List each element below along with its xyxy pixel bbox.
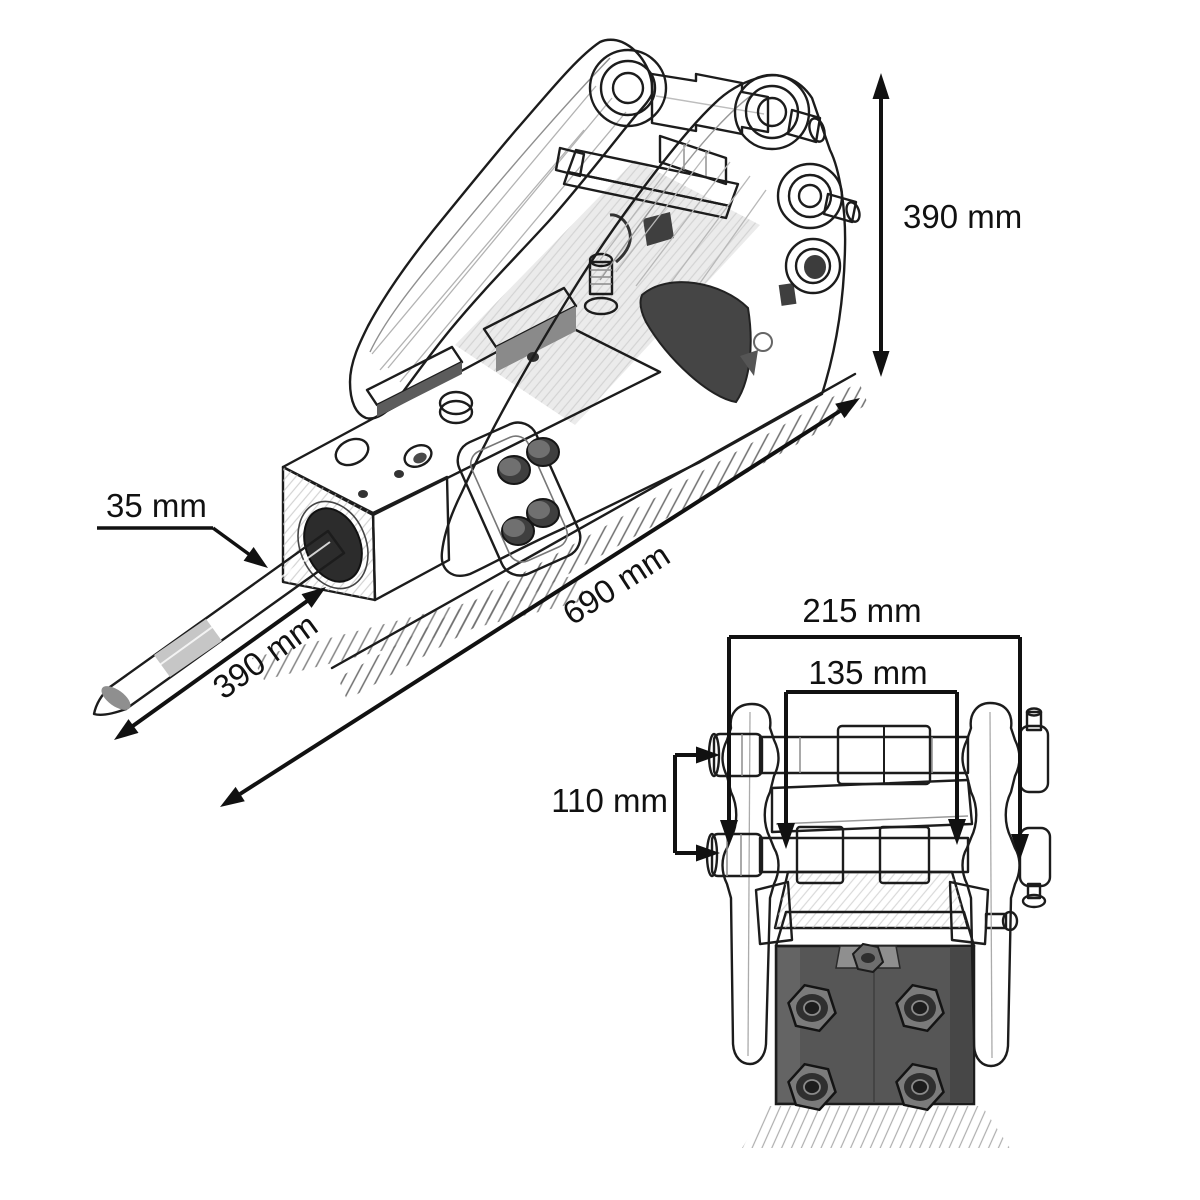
arrowhead-icon: [720, 820, 738, 846]
dimension-bracket-outer-width: 215 mm: [720, 592, 1029, 860]
breaker-isometric-view: [92, 38, 868, 717]
grease-fitting: [583, 252, 619, 316]
dimension-label-chisel-diameter: 35 mm: [106, 487, 207, 524]
pad-bolts: [497, 437, 560, 546]
arrowhead-icon: [872, 351, 890, 377]
arrowhead-icon: [114, 719, 139, 740]
arrowhead-icon: [696, 746, 720, 764]
plate-port: [778, 282, 797, 306]
dimension-bracket-inner-width: 135 mm: [777, 654, 966, 849]
valve-block: [774, 910, 976, 1112]
dimension-label-body-height: 390 mm: [903, 198, 1022, 235]
dimension-label-outer-width: 215 mm: [802, 592, 921, 629]
bracket-front-view: [705, 701, 1052, 1148]
logo-mark: [753, 332, 773, 352]
arrowhead-icon: [696, 844, 720, 862]
port-block: [643, 212, 674, 246]
top-nut: [851, 942, 885, 974]
arrowhead-icon: [220, 786, 245, 807]
right-link-plate: [961, 701, 1021, 1068]
near-plate-cutout: [639, 281, 752, 404]
front-top-pin: [758, 724, 970, 786]
lower-pin: [658, 134, 728, 186]
arrowhead-icon: [948, 819, 966, 845]
dimension-pin-spacing: 110 mm: [551, 746, 720, 862]
arrowhead-icon: [301, 587, 326, 608]
side-bolt-pad: [456, 421, 582, 577]
bracket-beam: [770, 778, 974, 834]
dimension-label-pin-spacing: 110 mm: [551, 782, 668, 819]
near-pin-bosses: [733, 73, 861, 295]
dimension-chisel-diameter: 35 mm: [97, 487, 268, 568]
left-link-plate: [721, 702, 780, 1066]
dimension-body-height: 390 mm: [872, 73, 1022, 377]
arrowhead-icon: [777, 823, 795, 849]
arrowhead-icon: [835, 398, 860, 419]
front-view-shadow: [742, 1106, 1010, 1148]
arrowhead-icon: [243, 547, 268, 568]
front-bottom-pin: [758, 825, 970, 885]
near-side-plate: [440, 74, 847, 577]
arrowhead-icon: [1011, 834, 1029, 860]
far-pin-boss: [588, 48, 668, 128]
logo-mark-2: [740, 350, 758, 376]
dimension-label-inner-width: 135 mm: [808, 654, 927, 691]
arrowhead-icon: [872, 73, 890, 99]
chisel: [92, 529, 346, 717]
hex-plugs: [787, 983, 945, 1112]
